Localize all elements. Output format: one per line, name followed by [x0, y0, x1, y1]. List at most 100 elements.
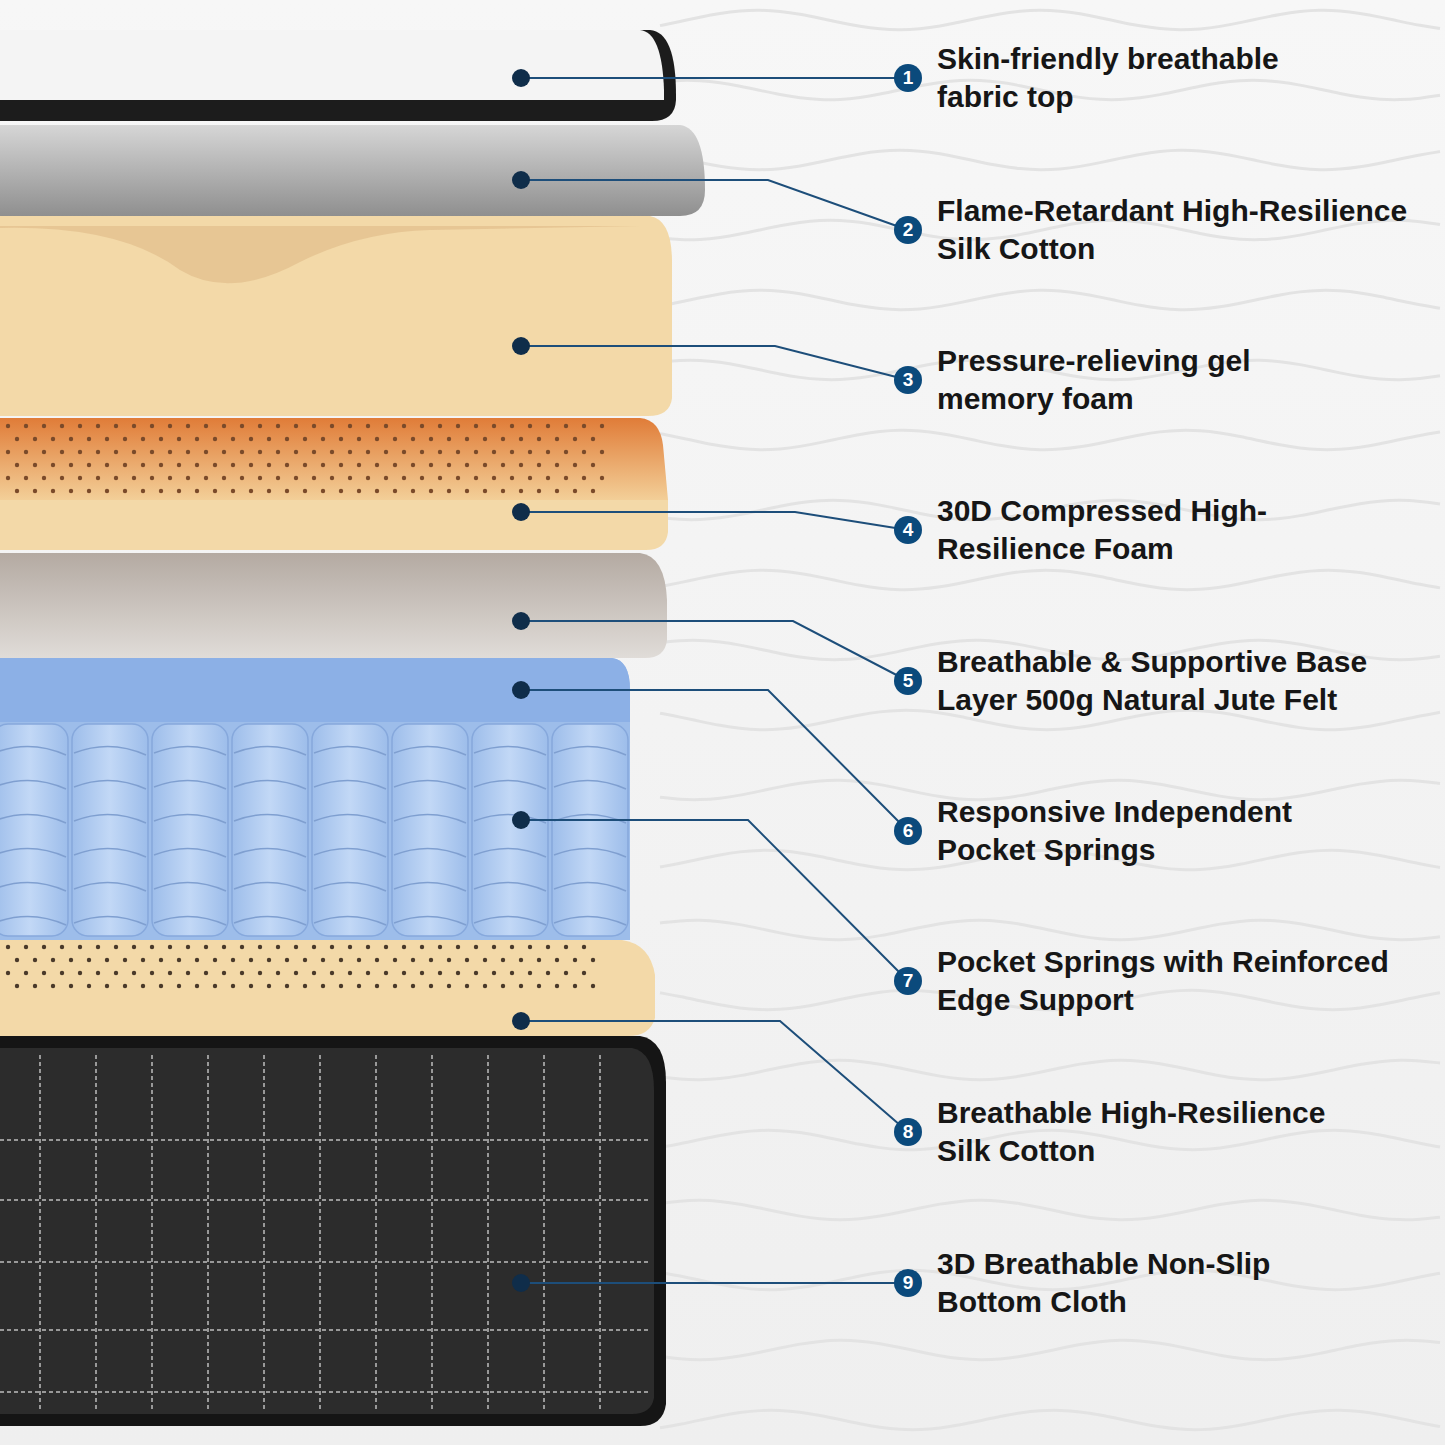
spring-coil — [474, 848, 546, 857]
spring-coil — [234, 780, 306, 789]
perforation — [24, 971, 28, 975]
layer-dot — [512, 811, 530, 829]
spring-pocket — [232, 724, 308, 936]
perforation — [168, 945, 172, 949]
perforation — [537, 984, 541, 988]
perforation — [60, 424, 64, 428]
perforation — [168, 476, 172, 480]
perforation — [105, 463, 109, 467]
perforation — [132, 476, 136, 480]
perforation — [465, 958, 469, 962]
perforation — [591, 489, 595, 493]
callout: 8Breathable High-Resilience Silk Cotton — [893, 1094, 1357, 1170]
perforation — [150, 476, 154, 480]
perforation — [267, 437, 271, 441]
leader-lines — [512, 69, 908, 1292]
perforation — [150, 971, 154, 975]
perforations — [6, 945, 595, 988]
leader-line — [521, 1282, 908, 1284]
perforation — [285, 489, 289, 493]
perforation — [42, 476, 46, 480]
callout: 7Pocket Springs with Reinforced Edge Sup… — [893, 943, 1427, 1019]
perforation — [87, 489, 91, 493]
perforation — [186, 424, 190, 428]
grid-line — [0, 1391, 650, 1393]
perforation — [159, 437, 163, 441]
perforation — [69, 958, 73, 962]
perforation — [285, 463, 289, 467]
perforation — [294, 945, 298, 949]
cloth-grid — [0, 1055, 650, 1410]
grid-line — [0, 1139, 650, 1141]
perforation — [87, 984, 91, 988]
callout-number: 8 — [893, 1117, 923, 1147]
perforation — [195, 437, 199, 441]
grid-line — [0, 1261, 650, 1263]
perforation — [564, 424, 568, 428]
spring-coil — [0, 882, 66, 891]
perforation — [159, 489, 163, 493]
perforation — [114, 971, 118, 975]
perforation — [528, 971, 532, 975]
perforation — [285, 437, 289, 441]
perforation — [177, 437, 181, 441]
perforation — [537, 958, 541, 962]
callout-description: Responsive Independent Pocket Springs — [937, 793, 1327, 869]
grid-line — [487, 1055, 489, 1410]
spring-coil — [554, 814, 626, 823]
spring-coil — [0, 780, 66, 789]
perforation — [573, 463, 577, 467]
perforation — [339, 958, 343, 962]
spring-coil — [154, 814, 226, 823]
perforation — [303, 958, 307, 962]
callout-description: Skin-friendly breathable fabric top — [937, 40, 1337, 116]
perforation — [267, 958, 271, 962]
quilt-line — [660, 290, 1440, 309]
callout-description: 3D Breathable Non-Slip Bottom Cloth — [937, 1245, 1317, 1321]
perforation — [249, 958, 253, 962]
perforation — [384, 450, 388, 454]
perforation — [285, 984, 289, 988]
perforation — [303, 489, 307, 493]
perforation — [582, 476, 586, 480]
spring-coil — [314, 780, 386, 789]
perforation — [438, 450, 442, 454]
spring-coil — [74, 916, 146, 925]
perforation — [150, 945, 154, 949]
spring-coil — [554, 916, 626, 925]
perforation — [312, 450, 316, 454]
callout-description: Flame-Retardant High-Resilience Silk Cot… — [937, 192, 1442, 268]
perforation — [528, 476, 532, 480]
callout-number: 2 — [893, 215, 923, 245]
quilt-line — [660, 150, 1440, 169]
perforation — [141, 984, 145, 988]
grid-line — [375, 1055, 377, 1410]
perforation — [591, 463, 595, 467]
perforation — [267, 984, 271, 988]
perforation — [537, 463, 541, 467]
callout-number: 6 — [893, 816, 923, 846]
perforation — [384, 476, 388, 480]
perforation — [195, 984, 199, 988]
perforation — [582, 971, 586, 975]
spring-coil — [394, 882, 466, 891]
perforation — [393, 463, 397, 467]
leader-line — [521, 346, 908, 380]
perforation — [276, 450, 280, 454]
perforation — [78, 424, 82, 428]
perforation — [375, 489, 379, 493]
callout-circle-shape — [894, 1118, 922, 1146]
perforation — [6, 945, 10, 949]
perforation — [483, 463, 487, 467]
perforation — [42, 971, 46, 975]
perforation — [321, 958, 325, 962]
perforation — [420, 945, 424, 949]
layer-dot — [512, 503, 530, 521]
perforation — [249, 489, 253, 493]
leader-line — [521, 1021, 908, 1132]
bottom-cloth-rim — [0, 1036, 666, 1426]
perforation — [321, 463, 325, 467]
callout-description: Breathable & Supportive Base Layer 500g … — [937, 643, 1407, 719]
perforation — [393, 489, 397, 493]
leader-line — [521, 512, 908, 530]
